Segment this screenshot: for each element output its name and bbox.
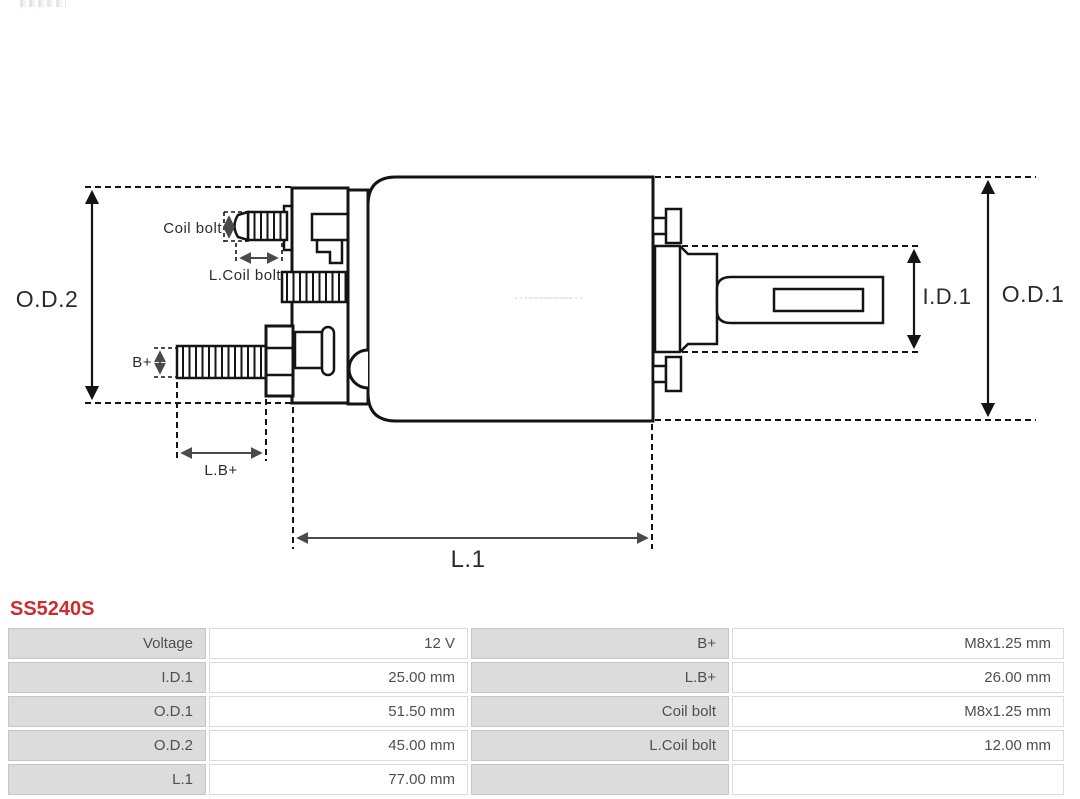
dimension-arrows-black xyxy=(84,179,996,418)
spec-value-cell: 12.00 mm xyxy=(732,730,1064,761)
spec-label-cell: L.1 xyxy=(8,764,206,795)
coil-bolt-part xyxy=(233,210,289,242)
spec-value-cell: 26.00 mm xyxy=(732,662,1064,693)
terminal-bottom xyxy=(651,355,683,393)
spec-value-cell: 12 V xyxy=(209,628,468,659)
spec-label-cell: B+ xyxy=(471,628,729,659)
spec-value-cell: 51.50 mm xyxy=(209,696,468,727)
spec-value-cell: M8x1.25 mm xyxy=(732,628,1064,659)
l1-label: L.1 xyxy=(451,546,486,573)
part-number: SS5240S xyxy=(10,598,95,620)
spec-value-cell: 45.00 mm xyxy=(209,730,468,761)
spec-value-cell: M8x1.25 mm xyxy=(732,696,1064,727)
spec-value-cell: 25.00 mm xyxy=(209,662,468,693)
od2-label: O.D.2 xyxy=(16,286,79,312)
spec-label-cell: O.D.2 xyxy=(8,730,206,761)
spec-label-cell: L.B+ xyxy=(471,662,729,693)
l-coil-bolt-label: L.Coil bolt xyxy=(209,267,282,284)
spec-label-cell: O.D.1 xyxy=(8,696,206,727)
coil-bolt-label: Coil bolt xyxy=(163,220,222,237)
solenoid-body xyxy=(346,175,655,423)
technical-drawing: O.D.2 O.D.1 I.D.1 L.1 Coil bolt L.Coil b… xyxy=(16,175,1065,573)
l-b-plus-label: L.B+ xyxy=(204,462,237,479)
id1-label: I.D.1 xyxy=(923,284,972,309)
spec-label-cell: Coil bolt xyxy=(471,696,729,727)
spec-label-cell: I.D.1 xyxy=(8,662,206,693)
spec-label-cell xyxy=(471,764,729,795)
dimension-arrows-gray xyxy=(154,215,649,544)
plunger xyxy=(653,244,885,354)
spec-label-cell: L.Coil bolt xyxy=(471,730,729,761)
logo-fragment-icon xyxy=(20,0,66,7)
spec-value-cell: 77.00 mm xyxy=(209,764,468,795)
b-plus-bolt-part xyxy=(175,324,295,398)
spec-table: Voltage 12 V B+ M8x1.25 mm I.D.1 25.00 m… xyxy=(8,628,1064,795)
b-plus-label: B+ xyxy=(132,354,152,371)
extension-lines xyxy=(85,176,1036,549)
spec-label-cell: Voltage xyxy=(8,628,206,659)
spec-value-cell xyxy=(732,764,1064,795)
od1-label: O.D.1 xyxy=(1002,281,1065,307)
terminal-top xyxy=(651,207,683,245)
